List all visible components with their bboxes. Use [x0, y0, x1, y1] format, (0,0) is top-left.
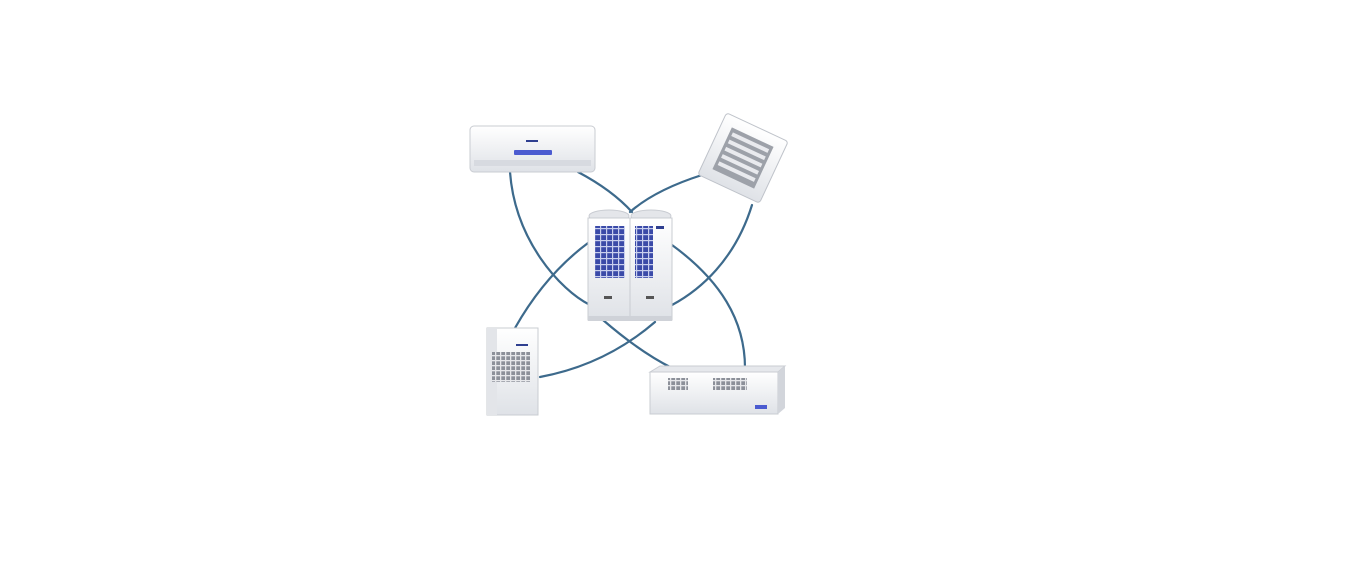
pipe-wall-to-outdoor-low [508, 170, 592, 307]
pipe-outdoor-to-floor-unit [538, 320, 657, 379]
ducted-unit [648, 365, 787, 415]
pipe-outdoor-to-ducted [601, 318, 674, 370]
outdoor-unit [587, 209, 673, 321]
refrigerant-pipes [508, 170, 754, 379]
wall-split-unit [469, 125, 596, 173]
pipe-cassette-to-outdoor-top [628, 173, 704, 214]
cassette-unit [698, 113, 788, 203]
pipe-cassette-to-outdoor-right [670, 203, 754, 307]
pipe-outdoor-to-ducted-right [670, 243, 747, 370]
floor-standing-unit [486, 327, 539, 416]
pipe-wall-to-outdoor-top [576, 170, 634, 214]
pipe-floor-unit-to-outdoor [513, 241, 590, 330]
brand-logo [526, 140, 538, 142]
display-panel [514, 150, 552, 155]
